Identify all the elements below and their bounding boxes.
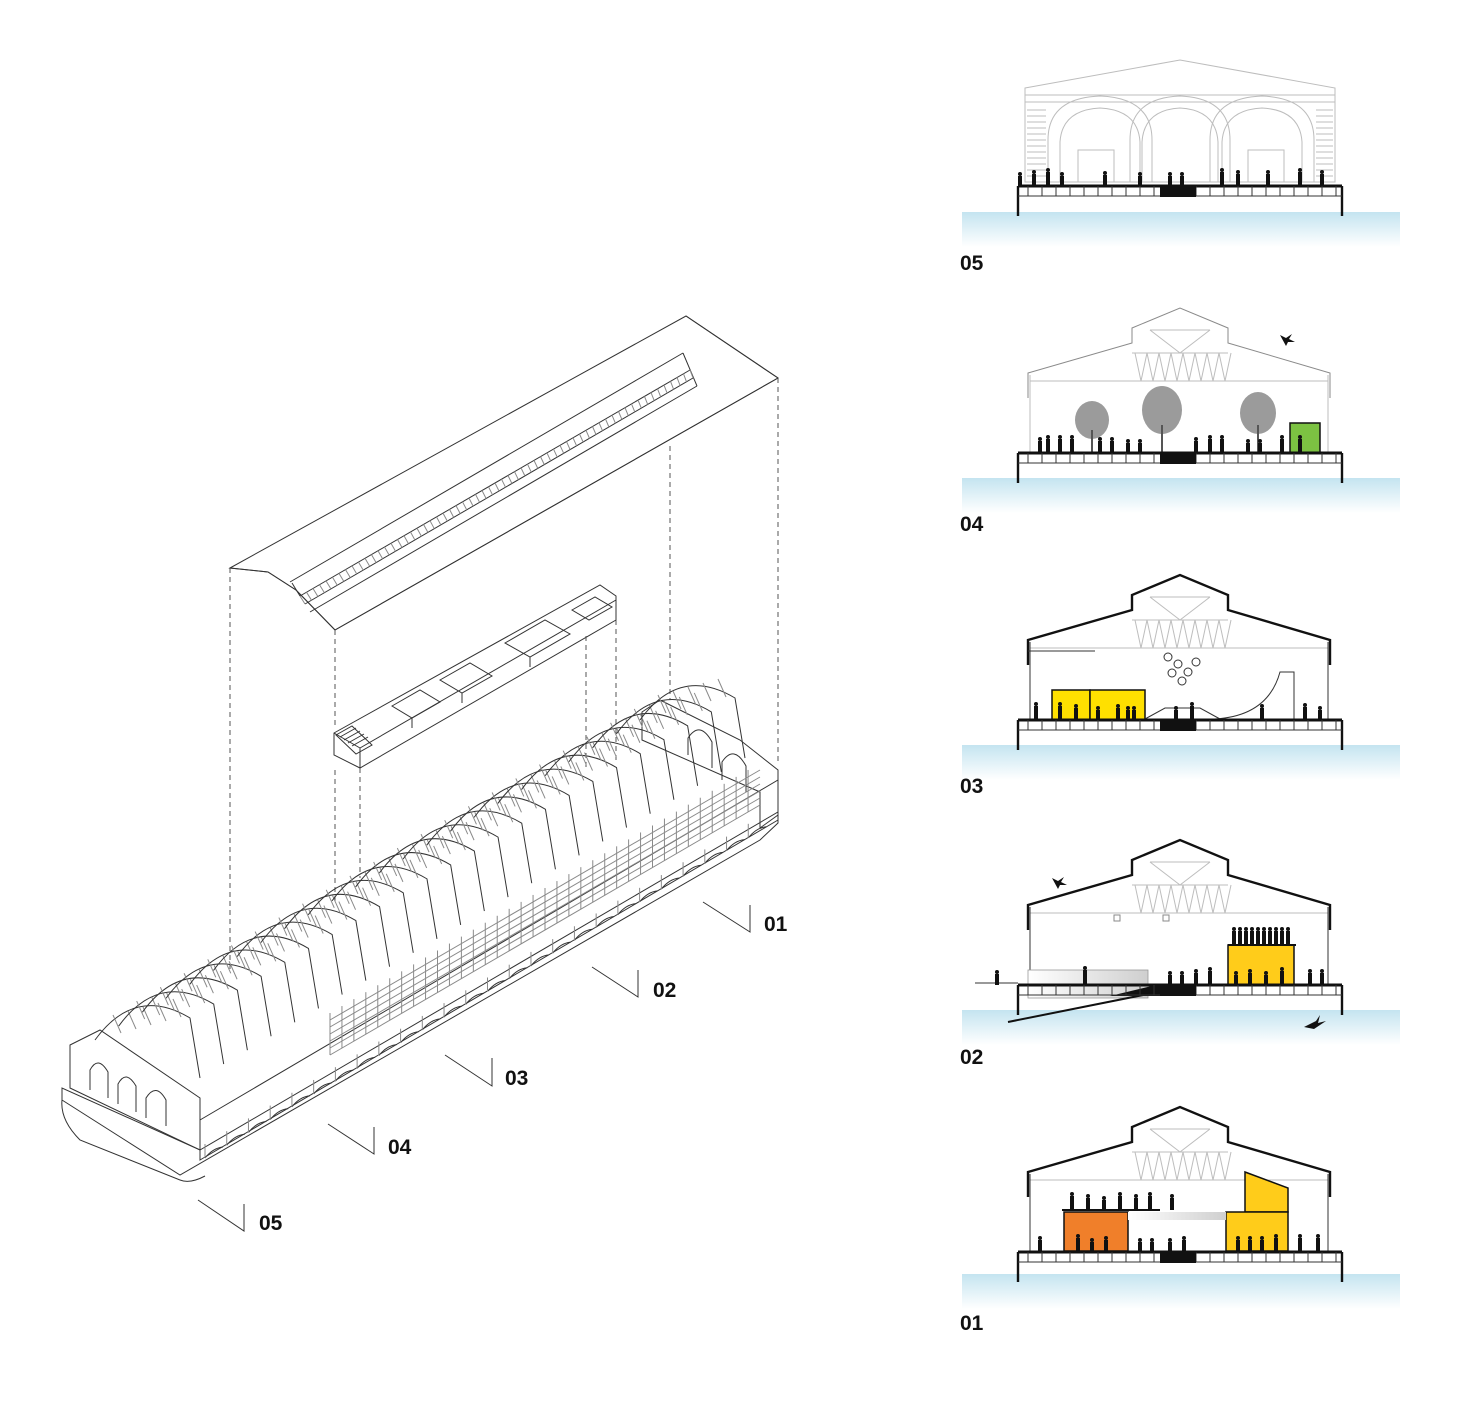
roof-truss bbox=[473, 782, 580, 856]
skate-ramp bbox=[1214, 671, 1295, 720]
people-silhouettes bbox=[1038, 1192, 1320, 1252]
mezzanine-layer bbox=[333, 584, 617, 769]
roof-truss bbox=[568, 726, 675, 800]
roof-truss bbox=[615, 699, 722, 772]
tree bbox=[1142, 386, 1182, 434]
section-marker-label: 02 bbox=[653, 979, 676, 1002]
section-marker-01: 01 bbox=[702, 901, 788, 936]
section-label: 04 bbox=[960, 513, 984, 536]
green-pavilion bbox=[1289, 422, 1321, 454]
section-label: 03 bbox=[960, 775, 983, 798]
section-01: 01 bbox=[960, 1105, 1400, 1335]
roof-truss bbox=[521, 754, 628, 828]
section-label: 01 bbox=[960, 1312, 984, 1335]
trees bbox=[1075, 386, 1276, 452]
bridge bbox=[1128, 1212, 1226, 1220]
section-marker-label: 04 bbox=[388, 1136, 412, 1159]
roof-truss bbox=[331, 866, 438, 939]
pier-deck bbox=[1016, 184, 1344, 216]
roof-truss bbox=[639, 685, 746, 759]
bird-icon bbox=[1052, 877, 1067, 889]
roof-trusses bbox=[94, 678, 746, 1079]
roof-truss bbox=[189, 949, 296, 1023]
facade-windows bbox=[329, 769, 761, 1056]
section-marker-04: 04 bbox=[327, 1123, 412, 1159]
roof-truss bbox=[307, 879, 414, 953]
pier-deck bbox=[1016, 718, 1344, 750]
yellow-volume bbox=[1244, 1170, 1289, 1213]
arcade-arches bbox=[204, 823, 767, 1159]
axonometric-view: 01 02 03 04 05 bbox=[61, 315, 788, 1235]
section-label: 05 bbox=[960, 252, 984, 275]
orange-volume bbox=[1063, 1211, 1129, 1252]
roof-truss bbox=[402, 824, 509, 898]
people-silhouettes bbox=[1018, 168, 1324, 186]
roof-truss bbox=[450, 796, 556, 870]
bird-icon bbox=[1280, 334, 1295, 346]
section-label: 02 bbox=[960, 1046, 983, 1069]
people-silhouettes bbox=[995, 927, 1324, 985]
skate-bump bbox=[1144, 707, 1221, 720]
swimmer-icon bbox=[1304, 1015, 1326, 1029]
section-marker-05: 05 bbox=[197, 1199, 283, 1235]
building-section-outline bbox=[1026, 573, 1332, 720]
roof-truss bbox=[355, 852, 462, 926]
roof-truss bbox=[284, 893, 391, 967]
section-marker-label: 03 bbox=[505, 1067, 528, 1090]
roof-truss bbox=[497, 768, 604, 842]
section-marker-label: 05 bbox=[259, 1212, 283, 1235]
building-section-outline bbox=[1026, 1105, 1332, 1252]
roof-truss bbox=[544, 740, 651, 814]
tree bbox=[1075, 401, 1109, 439]
people-silhouettes bbox=[1038, 435, 1302, 453]
section-02: 02 bbox=[960, 838, 1400, 1069]
section-marker-03: 03 bbox=[444, 1054, 528, 1090]
yellow-volume bbox=[1051, 689, 1091, 721]
people-silhouettes bbox=[1034, 702, 1322, 720]
section-03: 03 bbox=[960, 573, 1400, 798]
section-marker-02: 02 bbox=[591, 966, 676, 1002]
yellow-volume bbox=[1225, 1211, 1289, 1252]
roof-truss bbox=[592, 712, 699, 786]
tree bbox=[1240, 392, 1276, 434]
roof-truss bbox=[141, 977, 248, 1051]
roof-truss bbox=[378, 838, 485, 912]
roof-truss bbox=[236, 921, 343, 995]
roof-truss bbox=[213, 935, 319, 1009]
climbing-holds bbox=[1163, 652, 1201, 686]
section-markers: 01 02 03 04 05 bbox=[197, 901, 788, 1235]
roof-truss bbox=[165, 963, 272, 1037]
roof-truss bbox=[426, 810, 533, 884]
projection-lines bbox=[229, 378, 779, 972]
building-section-outline bbox=[1027, 307, 1331, 453]
roof-truss bbox=[118, 991, 225, 1065]
section-04: 04 bbox=[960, 307, 1400, 536]
facade-brick-lines bbox=[1027, 109, 1333, 177]
section-marker-label: 01 bbox=[764, 913, 788, 936]
roof-layer bbox=[228, 315, 779, 631]
section-05: 05 bbox=[960, 59, 1400, 275]
roof-truss bbox=[260, 907, 367, 981]
roof-truss bbox=[94, 1005, 201, 1079]
pier-deck bbox=[1016, 1250, 1344, 1282]
building-base bbox=[61, 678, 779, 1182]
